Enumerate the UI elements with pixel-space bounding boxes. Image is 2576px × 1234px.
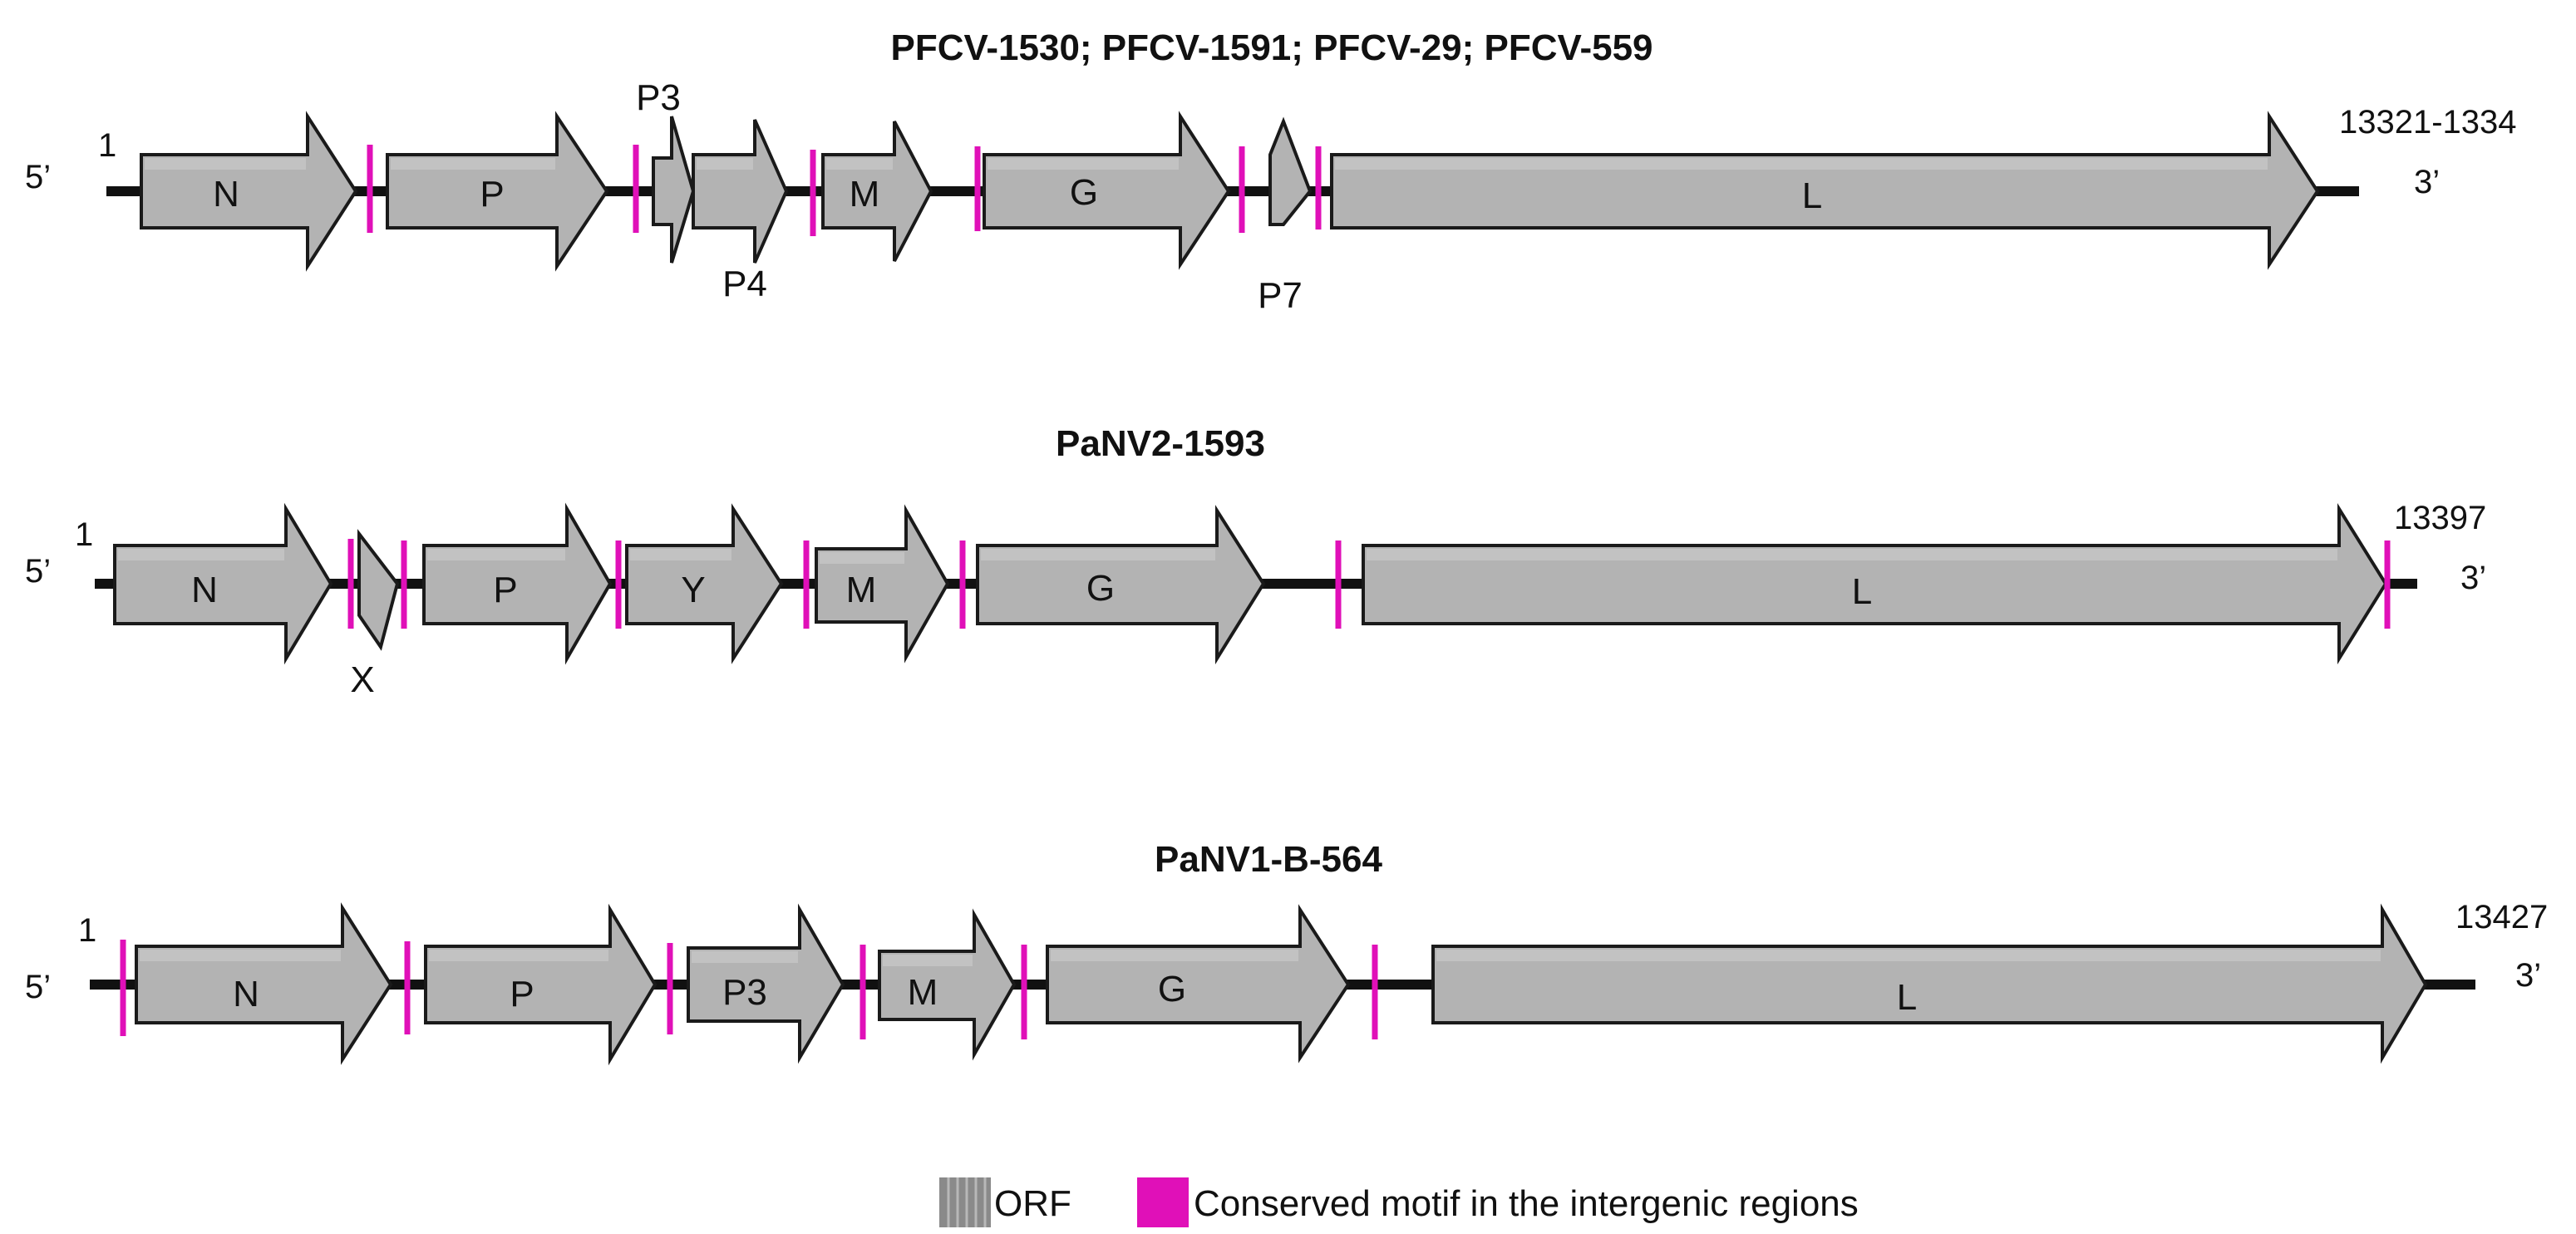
genome-1-three-prime: 3’ <box>2414 164 2440 200</box>
gene-G: G <box>976 505 1266 664</box>
gene-G-label: G <box>1158 969 1186 1009</box>
gene-G: G <box>1046 904 1351 1064</box>
gene-M-label: M <box>850 174 880 215</box>
genome-2-three-prime: 3’ <box>2460 560 2486 596</box>
conserved-motifs <box>367 145 1322 236</box>
genome-1-title: PFCV-1530; PFCV-1591; PFCV-29; PFCV-559 <box>890 27 1652 68</box>
gene-N-label: N <box>213 174 239 215</box>
gene-M-label: M <box>846 570 877 610</box>
gene-L-label: L <box>1852 571 1872 612</box>
genome-1-end-label: 13321-1334 <box>2339 104 2517 141</box>
gene-M: M <box>815 504 950 664</box>
gene-Y: Y <box>625 503 784 664</box>
gene-N: N <box>135 902 393 1065</box>
gene-M-label: M <box>908 972 938 1013</box>
genome-3: PaNV1-B-564 N P P3 M G <box>25 839 2548 1066</box>
gene-N: N <box>113 502 333 665</box>
gene-P-label: P <box>510 974 534 1014</box>
genome-1: PFCV-1530; PFCV-1591; PFCV-29; PFCV-559 … <box>25 27 2517 316</box>
gene-N-label: N <box>233 974 259 1014</box>
gene-G: G <box>983 111 1231 270</box>
genome-2: PaNV2-1593 N X P Y M G <box>25 423 2486 700</box>
motif-legend-label: Conserved motif in the intergenic region… <box>1194 1183 1859 1224</box>
genome-2-five-prime: 5’ <box>25 553 51 590</box>
gene-P3: P3 <box>636 77 696 264</box>
gene-P: P <box>386 111 609 272</box>
conserved-motifs <box>120 940 1378 1039</box>
genome-2-end-label: 13397 <box>2394 500 2486 536</box>
gene-L-label: L <box>1802 175 1822 216</box>
legend: ORF Conserved motif in the intergenic re… <box>939 1177 1859 1227</box>
gene-N: N <box>140 111 358 272</box>
gene-L: L <box>1362 503 2388 664</box>
gene-G-label: G <box>1086 568 1115 609</box>
gene-L: L <box>1330 111 2320 270</box>
gene-P4: P4 <box>692 119 789 304</box>
orf-legend-label: ORF <box>994 1183 1071 1224</box>
genome-1-start-label: 1 <box>98 127 116 164</box>
genome-3-five-prime: 5’ <box>25 969 51 1005</box>
gene-P: P <box>422 502 613 665</box>
gene-Y-label: Y <box>681 570 705 610</box>
orf-legend-swatch <box>939 1177 991 1227</box>
gene-P-label: P <box>480 174 504 215</box>
gene-M: M <box>821 121 933 262</box>
gene-L: L <box>1431 903 2428 1064</box>
conserved-motifs <box>347 539 2391 629</box>
genome-3-three-prime: 3’ <box>2515 957 2541 994</box>
gene-L-label: L <box>1897 977 1917 1018</box>
genome-2-start-label: 1 <box>75 516 93 553</box>
gene-P4-label: P4 <box>722 264 767 304</box>
gene-P7: P7 <box>1258 116 1313 316</box>
genome-3-start-label: 1 <box>78 912 96 949</box>
gene-P3-label: P3 <box>636 77 681 118</box>
gene-X-label: X <box>350 659 374 700</box>
genome-3-end-label: 13427 <box>2455 899 2548 935</box>
gene-P7-label: P7 <box>1258 275 1303 316</box>
gene-P3: P3 <box>687 903 845 1064</box>
gene-P3-label: P3 <box>722 972 767 1013</box>
gene-M: M <box>878 908 1017 1061</box>
gene-G-label: G <box>1070 172 1098 213</box>
gene-N-label: N <box>191 570 218 610</box>
genome-3-title: PaNV1-B-564 <box>1155 839 1382 880</box>
gene-X: X <box>350 529 400 700</box>
motif-legend-swatch <box>1137 1177 1189 1227</box>
genome-1-five-prime: 5’ <box>25 159 51 195</box>
gene-P-label: P <box>493 570 517 610</box>
genome-2-title: PaNV2-1593 <box>1056 423 1265 464</box>
gene-P: P <box>424 903 658 1066</box>
